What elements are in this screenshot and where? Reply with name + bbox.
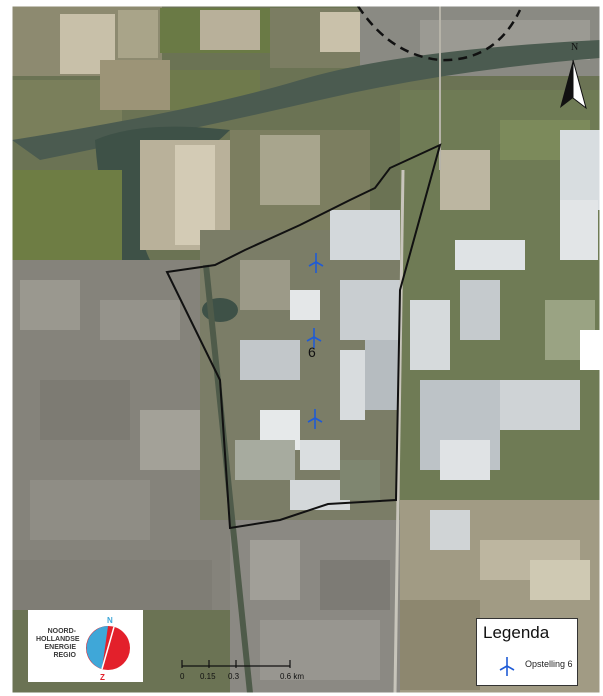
- road-main: [393, 169, 405, 694]
- scale-label-2: 0.3: [228, 672, 240, 681]
- municipal-boundary-dashed: [356, 5, 522, 62]
- logo-north-letter: N: [107, 616, 113, 625]
- layout-number-label: 6: [308, 344, 316, 360]
- north-arrow: N: [558, 42, 588, 112]
- railway: [203, 264, 253, 694]
- legend: Legenda Opstelling 6: [476, 618, 578, 686]
- legend-title: Legenda: [483, 623, 550, 642]
- wind-turbine-1[interactable]: [308, 253, 324, 273]
- north-arrow-icon: [560, 59, 587, 110]
- scale-bar-graphic: [181, 660, 291, 668]
- fields-west: [12, 170, 122, 260]
- logo-south-letter: Z: [100, 673, 105, 682]
- scale-label-3: 0.6 km: [280, 672, 305, 681]
- north-label: N: [571, 42, 579, 53]
- scale-label-0: 0: [180, 672, 185, 681]
- legend-entry-label: Opstelling 6: [525, 659, 573, 669]
- lake-west: [95, 126, 230, 261]
- wind-turbine-3[interactable]: [307, 409, 323, 429]
- wind-turbine-legend-icon: [499, 657, 515, 676]
- fields-north: [12, 6, 380, 140]
- scale-label-1: 0.15: [200, 672, 216, 681]
- wind-turbine-2[interactable]: [306, 328, 322, 348]
- compass-logo-icon: N Z: [86, 616, 130, 682]
- study-area-boundary: [165, 143, 442, 530]
- scale-bar: 0 0.15 0.3 0.6 km: [178, 656, 318, 686]
